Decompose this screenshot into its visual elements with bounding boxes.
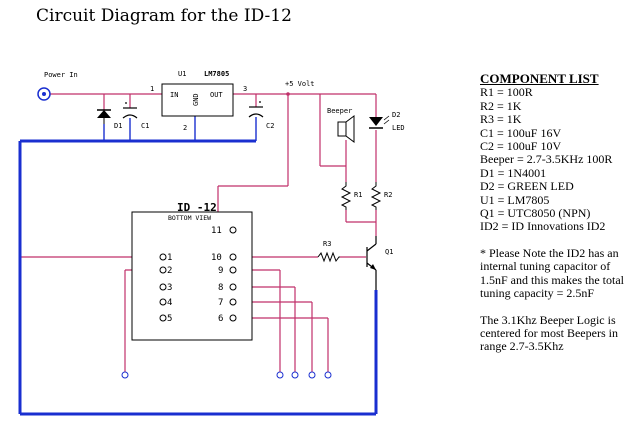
tuning-note: * Please Note the ID2 has an internal tu… [480, 245, 624, 301]
chip-pin-6: 6 [218, 314, 223, 324]
d1-diode-symbol [97, 109, 111, 124]
plus5-junction [286, 92, 290, 96]
chip-pin-11: 11 [211, 226, 222, 236]
chip-title: ID -12 [177, 201, 217, 214]
u1-out-label: OUT [210, 91, 223, 99]
component-item: R1 = 100R [480, 85, 533, 100]
c1-capacitor-symbol [122, 102, 138, 119]
ground-net [18, 139, 378, 416]
chip-subtitle: BOTTOM VIEW [168, 214, 211, 222]
chip-pin-7: 7 [218, 298, 223, 308]
q1-label: Q1 [385, 248, 393, 256]
chip-pin-5: 5 [167, 314, 172, 324]
q1-emitter-arrow [370, 264, 376, 270]
u1-gnd-label: GND [192, 93, 200, 106]
chip-pin-10: 10 [211, 253, 222, 263]
chip-pin-2: 2 [167, 266, 172, 276]
beeper-note: The 3.1Khz Beeper Logic is centered for … [480, 312, 618, 354]
beeper-symbol [337, 115, 355, 143]
r1-resistor-symbol [340, 182, 352, 210]
d2-label: D2 [392, 111, 400, 119]
r3-label: R3 [323, 240, 331, 248]
u1-regulator [161, 83, 234, 117]
component-list: COMPONENT LIST R1 = 100R R2 = 1K R3 = 1K… [480, 72, 636, 354]
component-item: D2 = GREEN LED [480, 179, 574, 194]
d2-led-symbol [369, 115, 390, 129]
circuit-diagram: Power In U1 LM7805 1 IN OUT 3 2 GND D1 C… [18, 70, 405, 416]
component-item: ID2 = ID Innovations ID2 [480, 219, 606, 234]
r2-resistor-symbol [370, 182, 382, 210]
u1-pin1-label: 1 [150, 85, 154, 93]
u1-pin2-label: 2 [183, 124, 187, 132]
output-terminals [121, 371, 332, 379]
chip-pin-8: 8 [218, 283, 223, 293]
r1-label: R1 [354, 191, 362, 199]
component-item: U1 = LM7805 [480, 192, 550, 207]
d1-label: D1 [114, 122, 122, 130]
component-item: Q1 = UTC8050 (NPN) [480, 206, 591, 221]
u1-pin3-label: 3 [243, 85, 247, 93]
component-item: C2 = 100uF 10V [480, 139, 562, 154]
page-title: Circuit Diagram for the ID-12 [36, 6, 292, 26]
u1-in-label: IN [170, 91, 178, 99]
chip-pin-3: 3 [167, 283, 172, 293]
component-list-header: COMPONENT LIST [480, 71, 599, 86]
chip-left-pins [159, 253, 167, 322]
plus5-label: +5 Volt [285, 80, 315, 88]
chip-right-pins [229, 226, 237, 322]
c2-capacitor-symbol [248, 101, 264, 118]
component-item: C1 = 100uF 16V [480, 125, 562, 140]
chip-pin-9: 9 [218, 266, 223, 276]
c2-label: C2 [266, 122, 274, 130]
beeper-label: Beeper [327, 107, 352, 115]
u1-part-label: LM7805 [204, 70, 229, 78]
chip-pin-1: 1 [167, 253, 172, 263]
u1-label: U1 [178, 70, 186, 78]
power-in-connector [37, 87, 51, 101]
component-item: R3 = 1K [480, 112, 522, 127]
led-label: LED [392, 124, 405, 132]
r2-label: R2 [384, 191, 392, 199]
q1-transistor-symbol [366, 236, 377, 290]
component-item: D1 = 1N4001 [480, 165, 547, 180]
chip-pin-4: 4 [167, 298, 172, 308]
power-in-label: Power In [44, 71, 78, 79]
component-item: Beeper = 2.7-3.5KHz 100R [480, 152, 613, 167]
component-item: R2 = 1K [480, 98, 522, 113]
c1-label: C1 [141, 122, 149, 130]
r3-resistor-symbol [317, 251, 340, 263]
